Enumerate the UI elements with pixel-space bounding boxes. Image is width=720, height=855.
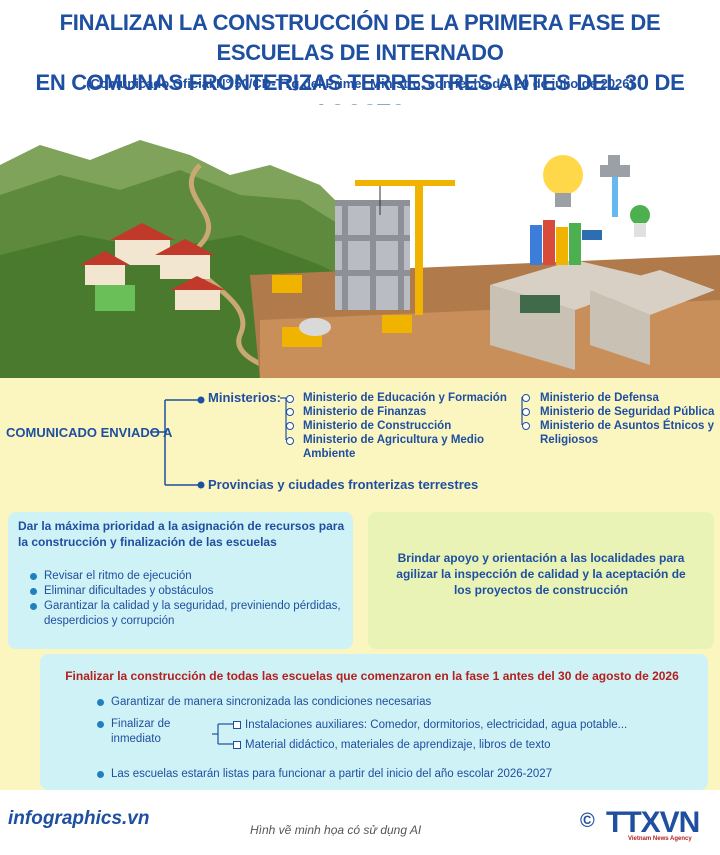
card-priority-resources: Dar la máxima prioridad a la asignación … <box>8 512 353 649</box>
plant-icon <box>630 205 650 237</box>
ministry-item: Ministerio de Construcción <box>303 420 452 432</box>
card-finish-construction <box>40 654 708 790</box>
circle-bullet-icon <box>522 394 530 402</box>
school-buildings-icon <box>80 223 225 311</box>
sub-item-connector <box>212 723 234 745</box>
ministries-label: Ministerios: <box>208 390 281 405</box>
card-support-guidance: Brindar apoyo y orientación a las locali… <box>368 512 714 649</box>
light-bulb-icon <box>543 155 583 207</box>
card-title: Brindar apoyo y orientación a las locali… <box>396 551 686 597</box>
circle-bullet-icon <box>522 408 530 416</box>
list-item: Finalizar de inmediato <box>95 717 191 747</box>
square-bullet-icon <box>233 721 241 729</box>
agency-logo: TTXVN <box>606 806 700 839</box>
card-title: Dar la máxima prioridad a la asignación … <box>18 519 345 549</box>
list-item: Instalaciones auxiliares: Comedor, dormi… <box>245 719 628 731</box>
square-bullet-icon <box>233 741 241 749</box>
circle-bullet-icon <box>286 422 294 430</box>
bullet-list: Revisar el ritmo de ejecución Eliminar d… <box>28 569 348 629</box>
books-icon <box>530 220 602 265</box>
list-item: Las escuelas estarán listas para funcion… <box>95 767 695 782</box>
provinces-label: Provincias y ciudades fronterizas terres… <box>208 477 479 492</box>
sub-item-list: Instalaciones auxiliares: Comedor, dormi… <box>245 718 705 753</box>
circle-bullet-icon <box>522 422 530 430</box>
list-item: Garantizar la calidad y la seguridad, pr… <box>28 599 348 629</box>
list-item: Material didáctico, materiales de aprend… <box>245 739 551 751</box>
site-logo: infographics.vn <box>8 808 150 829</box>
ministry-item: Ministerio de Educación y Formación <box>303 392 507 404</box>
page-subtitle: (Comunicado Oficial N° 50/CD-TTg del Pri… <box>86 76 634 91</box>
circle-bullet-icon <box>286 408 294 416</box>
building-frame-icon <box>335 200 410 310</box>
ministry-item: Ministerio de Asuntos Étnicos y Religios… <box>540 420 715 446</box>
list-item: Garantizar de manera sincronizada las co… <box>95 695 695 710</box>
title-line-1: FINALIZAN LA CONSTRUCCIÓN DE LA PRIMERA … <box>59 10 661 65</box>
card-title: Finalizar la construcción de todas las e… <box>65 669 679 683</box>
list-item: Eliminar dificultades y obstáculos <box>28 584 348 599</box>
classroom-icon <box>490 260 715 370</box>
illustration-credit: Hình vẽ minh họa có sử dụng AI <box>250 823 422 837</box>
circle-bullet-icon <box>286 437 294 445</box>
ministry-item: Ministerio de Defensa <box>540 392 659 404</box>
sent-to-label: COMUNICADO ENVIADO A <box>6 425 173 440</box>
water-tap-icon <box>600 155 630 217</box>
construction-illustration <box>0 105 720 380</box>
list-item: Revisar el ritmo de ejecución <box>28 569 348 584</box>
ministry-item: Ministerio de Seguridad Pública <box>540 406 715 418</box>
agency-subtitle: Vietnam News Agency <box>628 836 692 842</box>
bullet-list: Finalizar de inmediato <box>95 717 205 747</box>
ministries-list-col2: Ministerio de Defensa Ministerio de Segu… <box>540 391 715 447</box>
ministry-item: Ministerio de Finanzas <box>303 406 427 418</box>
page-title: FINALIZAN LA CONSTRUCCIÓN DE LA PRIMERA … <box>0 8 720 128</box>
crane-icon <box>355 180 455 315</box>
copyright-icon: © <box>580 810 595 832</box>
circle-bullet-icon <box>286 395 294 403</box>
bullet-list: Las escuelas estarán listas para funcion… <box>95 767 695 782</box>
ministry-item: Ministerio de Agricultura y Medio Ambien… <box>303 434 485 460</box>
ministries-list-col1: Ministerio de Educación y Formación Mini… <box>303 391 513 461</box>
bullet-list: Garantizar de manera sincronizada las co… <box>95 695 695 710</box>
